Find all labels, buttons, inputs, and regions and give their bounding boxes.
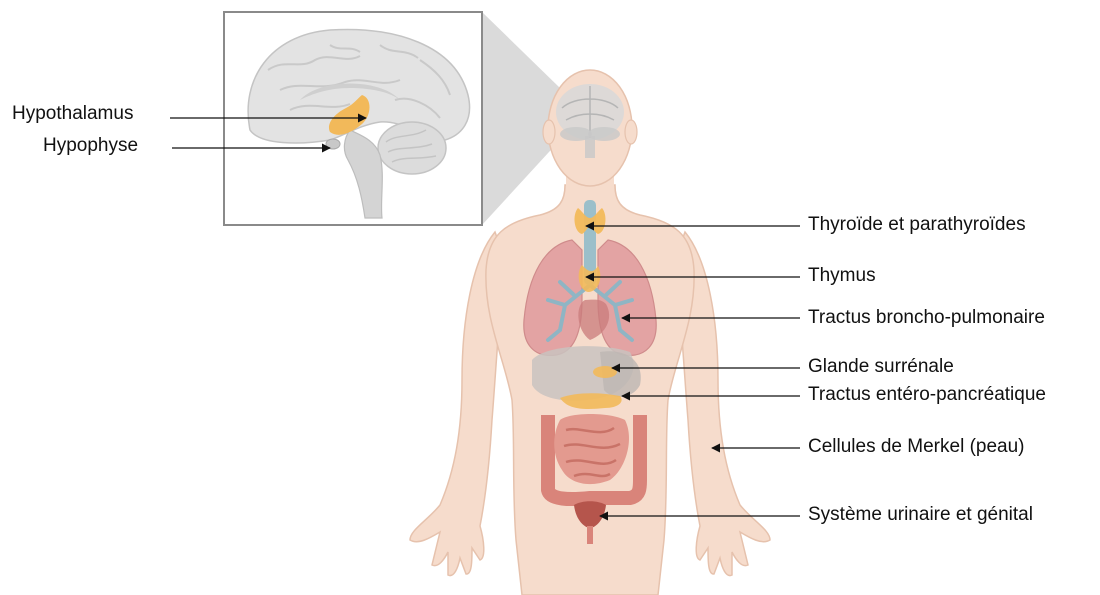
label-hypophyse: Hypophyse bbox=[43, 136, 138, 155]
label-merkel: Cellules de Merkel (peau) bbox=[808, 437, 1025, 456]
label-urinaire: Système urinaire et génital bbox=[808, 505, 1033, 524]
label-broncho: Tractus broncho-pulmonaire bbox=[808, 308, 1045, 327]
label-thyroide: Thyroïde et parathyroïdes bbox=[808, 215, 1026, 234]
label-surrenale: Glande surrénale bbox=[808, 357, 954, 376]
label-thymus: Thymus bbox=[808, 266, 876, 285]
right-ear bbox=[625, 120, 637, 144]
label-entero: Tractus entéro-pancréatique bbox=[808, 385, 1046, 404]
label-hypothalamus: Hypothalamus bbox=[12, 104, 133, 123]
urethra bbox=[587, 526, 593, 544]
left-ear bbox=[543, 120, 555, 144]
